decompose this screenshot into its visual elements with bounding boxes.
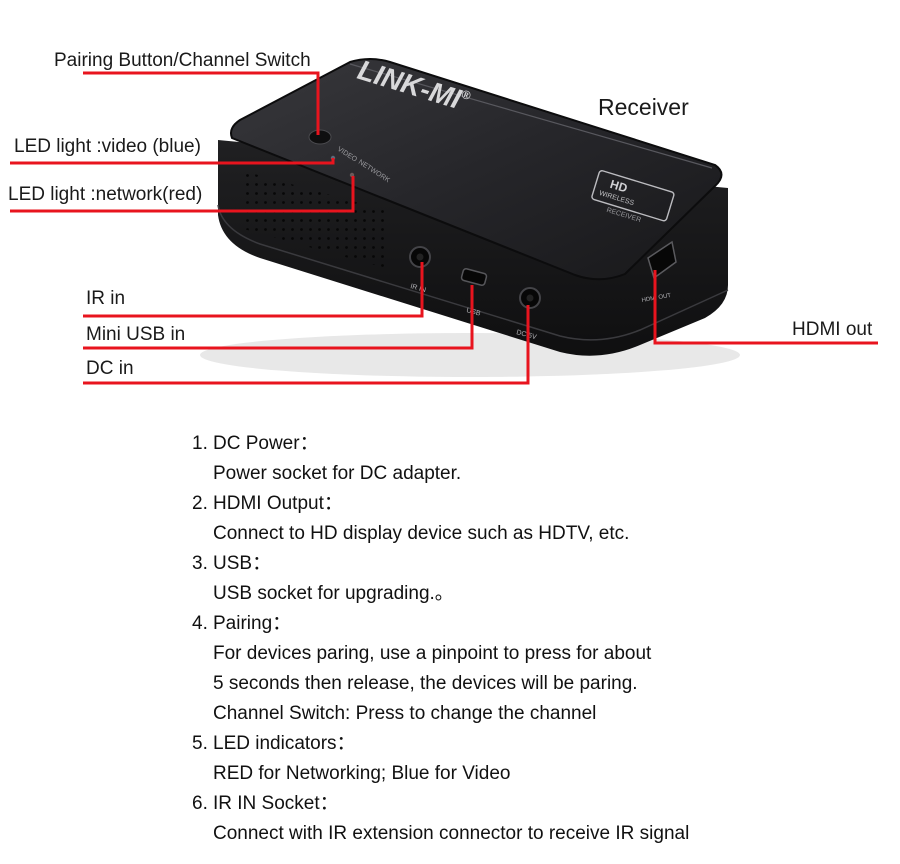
side-vents	[240, 170, 385, 268]
feature-description: For devices paring, use a pinpoint to pr…	[213, 643, 652, 664]
pairing-callout-line	[83, 71, 320, 135]
receiver-device-illustration: LINK-MI® VIDEO NETWORK HD WIRELESS RECEI…	[10, 54, 878, 385]
feature-description: USB socket for upgrading.。	[213, 583, 454, 604]
feature-title: Pairing：	[213, 613, 292, 634]
pairing-callout: Pairing Button/Channel Switch	[54, 50, 311, 71]
feature-title: IR IN Socket：	[213, 793, 339, 814]
feature-item: 2.HDMI Output： Connect to HD display dev…	[192, 489, 689, 549]
feature-item: 3.USB： USB socket for upgrading.。	[192, 549, 689, 609]
feature-title: HDMI Output：	[213, 493, 343, 514]
diagram-title: Receiver	[598, 94, 689, 120]
feature-list: 1.DC Power： Power socket for DC adapter.…	[192, 429, 689, 849]
hdmi-out-callout: HDMI out	[792, 319, 873, 340]
feature-description: Connect with IR extension connector to r…	[213, 823, 690, 844]
feature-item: 1.DC Power： Power socket for DC adapter.	[192, 429, 689, 489]
feature-title: LED indicators：	[213, 733, 356, 754]
hdmi-callout-line	[653, 270, 878, 345]
feature-title: USB：	[213, 553, 272, 574]
mini-usb-port[interactable]	[460, 268, 488, 286]
hdmi-out-port[interactable]	[647, 240, 677, 280]
dc-callout-line	[83, 305, 530, 385]
led-video-callout-line	[10, 158, 335, 165]
callout-lines	[10, 71, 878, 385]
device-shadow	[200, 333, 740, 377]
led-network-callout: LED light :network(red)	[8, 184, 203, 205]
ir-port-label: IR IN	[409, 283, 426, 294]
mini-usb-callout: Mini USB in	[86, 324, 186, 345]
feature-description: Channel Switch: Press to change the chan…	[213, 703, 597, 724]
led-network-callout-line	[10, 176, 355, 213]
led-video-callout: LED light :video (blue)	[14, 136, 201, 157]
feature-item: 4.Pairing： For devices paring, use a pin…	[192, 609, 689, 729]
feature-description: 5 seconds then release, the devices will…	[213, 673, 638, 694]
usb-callout-line	[83, 285, 474, 350]
feature-description: Connect to HD display device such as HDT…	[213, 523, 630, 544]
feature-title: DC Power：	[213, 433, 319, 454]
feature-description: RED for Networking; Blue for Video	[213, 763, 511, 784]
feature-description: Power socket for DC adapter.	[213, 463, 462, 484]
feature-item: 6.IR IN Socket： Connect with IR extensio…	[192, 789, 689, 849]
feature-item: 5.LED indicators： RED for Networking; Bl…	[192, 729, 689, 789]
hdmi-port-label: HDMI OUT	[641, 293, 672, 304]
dc-in-callout: DC in	[86, 358, 134, 379]
device-top-face	[230, 58, 723, 281]
ir-in-callout: IR in	[86, 288, 126, 309]
pairing-button[interactable]	[308, 129, 332, 145]
svg-text:HD: HD	[608, 177, 629, 196]
ir-callout-line	[83, 262, 424, 318]
